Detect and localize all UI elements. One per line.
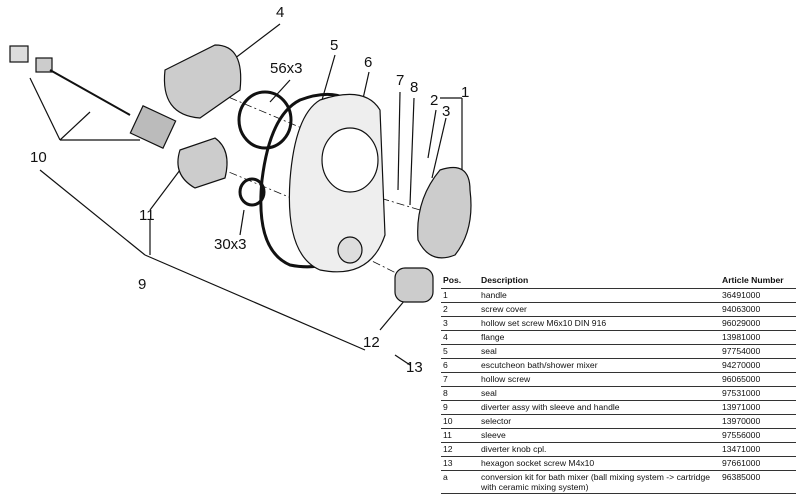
callout-1: 1 bbox=[461, 84, 470, 101]
cell-pos: 9 bbox=[441, 400, 479, 415]
cell-article: 97556000 bbox=[720, 428, 796, 443]
cell-pos: 7 bbox=[441, 372, 479, 387]
cell-description: diverter knob cpl. bbox=[479, 442, 720, 457]
cell-pos: 13 bbox=[441, 456, 479, 471]
cell-description: screw cover bbox=[479, 302, 720, 317]
cell-description: seal bbox=[479, 386, 720, 401]
cell-article: 13981000 bbox=[720, 330, 796, 345]
callout-8: 8 bbox=[410, 79, 419, 96]
cell-article: 94063000 bbox=[720, 302, 796, 317]
handle-part bbox=[417, 166, 472, 259]
cell-article: 96385000 bbox=[720, 470, 796, 494]
callout-3: 3 bbox=[442, 103, 451, 120]
cell-article: 96065000 bbox=[720, 372, 796, 387]
callout-4: 4 bbox=[276, 4, 285, 21]
diverter-knob bbox=[394, 267, 434, 303]
callout-seal-56x3: 56x3 bbox=[270, 60, 303, 77]
cell-pos: 8 bbox=[441, 386, 479, 401]
cell-pos: 12 bbox=[441, 442, 479, 457]
cell-article: 13971000 bbox=[720, 400, 796, 415]
cell-description: escutcheon bath/shower mixer bbox=[479, 358, 720, 373]
cell-pos: 2 bbox=[441, 302, 479, 317]
cell-pos: 1 bbox=[441, 288, 479, 303]
callout-11: 11 bbox=[139, 207, 155, 224]
cell-article: 97661000 bbox=[720, 456, 796, 471]
callout-10: 10 bbox=[30, 149, 47, 166]
cell-pos: a bbox=[441, 470, 479, 494]
cell-article: 97531000 bbox=[720, 386, 796, 401]
cell-article: 36491000 bbox=[720, 288, 796, 303]
callout-5: 5 bbox=[330, 37, 339, 54]
cell-description: conversion kit for bath mixer (ball mixi… bbox=[479, 470, 720, 494]
header-pos: Pos. bbox=[441, 271, 479, 289]
escutcheon-hole-lower bbox=[337, 236, 363, 264]
cell-pos: 3 bbox=[441, 316, 479, 331]
cell-pos: 11 bbox=[441, 428, 479, 443]
cell-article: 94270000 bbox=[720, 358, 796, 373]
cell-pos: 4 bbox=[441, 330, 479, 345]
cell-description: hexagon socket screw M4x10 bbox=[479, 456, 720, 471]
cell-description: hollow set screw M6x10 DIN 916 bbox=[479, 316, 720, 331]
cell-description: flange bbox=[479, 330, 720, 345]
selector-part bbox=[9, 45, 177, 149]
callout-7: 7 bbox=[396, 72, 405, 89]
cell-article: 96029000 bbox=[720, 316, 796, 331]
callout-13: 13 bbox=[406, 359, 423, 376]
cell-article: 13471000 bbox=[720, 442, 796, 457]
cell-description: sleeve bbox=[479, 428, 720, 443]
cell-pos: 5 bbox=[441, 344, 479, 359]
header-description: Description bbox=[479, 271, 720, 289]
cell-description: seal bbox=[479, 344, 720, 359]
callout-2: 2 bbox=[430, 92, 439, 109]
callout-seal-30x3: 30x3 bbox=[214, 236, 247, 253]
cell-article: 13970000 bbox=[720, 414, 796, 429]
cell-description: handle bbox=[479, 288, 720, 303]
header-article: Article Number bbox=[720, 271, 796, 289]
seal-large bbox=[237, 90, 293, 150]
callout-9: 9 bbox=[138, 276, 147, 293]
table-header: Pos. Description Article Number bbox=[441, 271, 796, 289]
sleeve-part bbox=[177, 137, 228, 189]
seal-small bbox=[238, 177, 266, 207]
callout-12: 12 bbox=[363, 334, 380, 351]
cell-article: 97754000 bbox=[720, 344, 796, 359]
callout-6: 6 bbox=[364, 54, 373, 71]
escutcheon-hole bbox=[321, 127, 379, 193]
cell-description: selector bbox=[479, 414, 720, 429]
cell-description: diverter assy with sleeve and handle bbox=[479, 400, 720, 415]
leader-lines bbox=[29, 23, 463, 366]
cell-pos: 10 bbox=[441, 414, 479, 429]
cell-description: hollow screw bbox=[479, 372, 720, 387]
flange-part bbox=[163, 44, 242, 119]
cell-pos: 6 bbox=[441, 358, 479, 373]
